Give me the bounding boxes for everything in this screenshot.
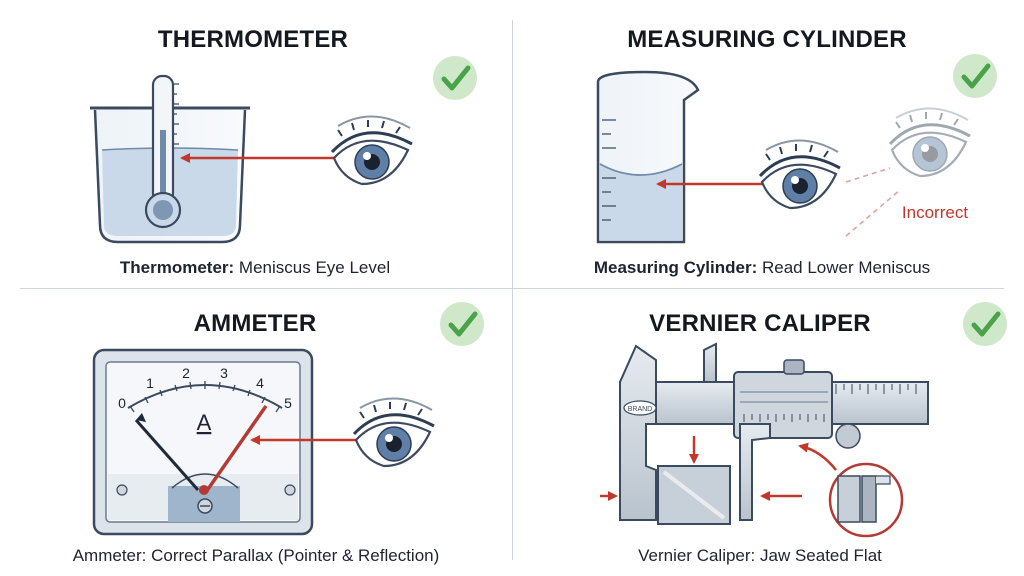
scale-label-0: 0: [118, 395, 126, 411]
cylinder-caption: Measuring Cylinder: Read Lower Meniscus: [594, 258, 930, 278]
caliper-zoom-inset: [828, 462, 904, 538]
caliper-check-icon: [963, 302, 1007, 346]
thermometer-title: THERMOMETER: [157, 26, 349, 53]
vernier-caliper: [619, 342, 929, 525]
reflection-pointer-tip: [136, 413, 146, 422]
caliper-title: VERNIER CALIPER: [649, 310, 871, 337]
cylinder-caption-bold: Measuring Cylinder:: [593, 258, 758, 277]
thermometer-eye-icon: [330, 114, 414, 186]
thermometer-caption: Thermometer: Meniscus Eye Level: [120, 258, 390, 278]
scale-label-3: 3: [220, 365, 228, 381]
ammeter-reflection-pointer: [134, 419, 200, 491]
scale-label-2: 2: [182, 365, 190, 381]
cylinder-caption-rest: Read Lower Meniscus: [757, 258, 931, 277]
incorrect-label: Incorrect: [902, 203, 968, 222]
ammeter-pointer: [204, 404, 268, 494]
scale-label-5: 5: [284, 395, 292, 411]
thermometer-caption-rest: Meniscus Eye Level: [234, 258, 391, 277]
ammeter-unit-label: A: [197, 410, 212, 435]
vertical-divider: [512, 20, 513, 560]
thermometer-check-icon: [433, 56, 477, 100]
cylinder-check-icon: [953, 54, 997, 98]
ammeter-eye-icon: [352, 396, 436, 468]
ammeter-caption: Ammeter: Correct Parallax (Pointer & Ref…: [72, 546, 440, 565]
scale-label-4: 4: [256, 375, 264, 391]
measuring-cylinder: [596, 70, 700, 244]
ammeter: [92, 348, 314, 536]
cylinder-title: MEASURING CYLINDER: [627, 26, 907, 53]
caliper-zoom-arrow: [798, 442, 837, 471]
ammeter-title: AMMETER: [193, 310, 317, 337]
caliper-brand-label: BRAND: [628, 406, 653, 413]
cylinder-eye-icon: [758, 138, 842, 210]
horizontal-divider: [20, 288, 1004, 289]
thermometer: [144, 74, 182, 229]
incorrect-sightline: [845, 167, 901, 237]
caliper-caption: Vernier Caliper: Jaw Seated Flat: [638, 546, 882, 565]
ammeter-ticks: [129, 381, 281, 413]
incorrect-eye-icon: [888, 106, 972, 178]
scale-label-1: 1: [146, 375, 154, 391]
pointer-pivot: [199, 485, 209, 495]
ammeter-check-icon: [440, 302, 484, 346]
thermometer-caption-bold: Thermometer:: [119, 258, 235, 277]
